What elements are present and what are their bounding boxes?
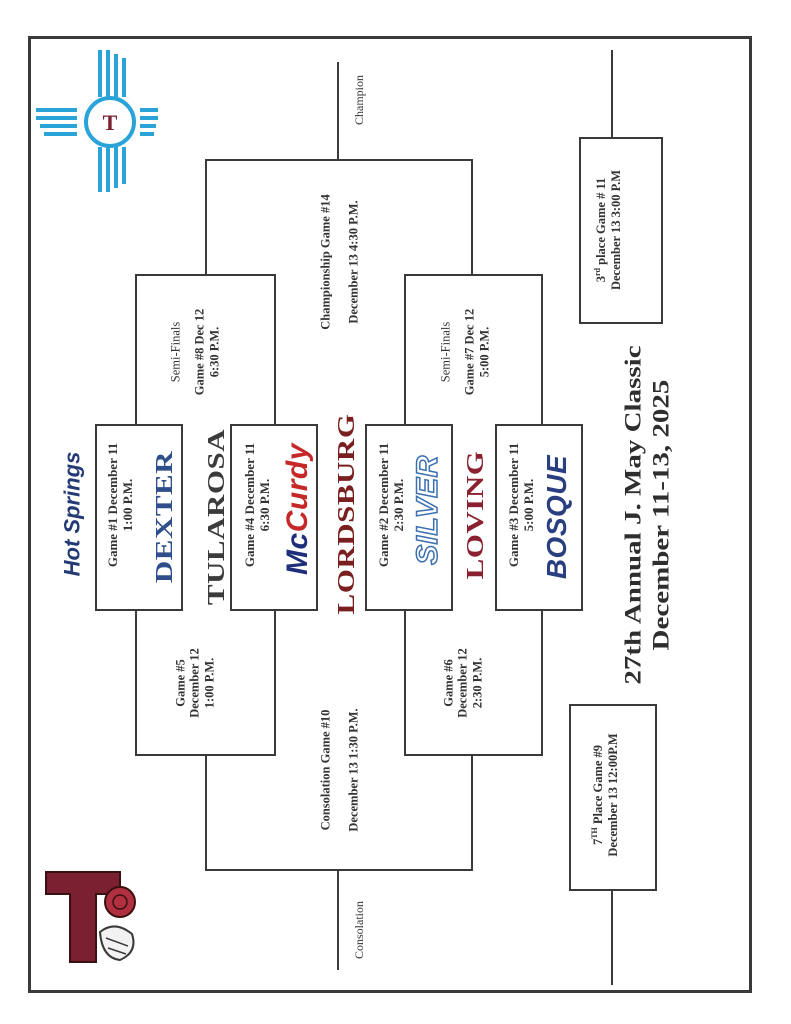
game-5-line3: 1:00 P.M. xyxy=(202,657,217,709)
game-1-info: Game #1 December 11 1:00 P.M. xyxy=(105,442,136,568)
game-8-info: Semi-Finals Game #8 Dec 12 6:30 P.M. xyxy=(168,309,221,395)
team-lordsburg: LORDSBURG xyxy=(332,413,360,615)
game-5-line1: Game #5 xyxy=(173,659,188,707)
team-tularosa: TULAROSA xyxy=(202,428,230,606)
title-line2: December 11-13, 2025 xyxy=(648,379,675,651)
game-5-line2: December 12 xyxy=(187,648,202,718)
game-8-line1: Game #8 Dec 12 xyxy=(192,308,207,396)
title-line1: 27th Annual J. May Classic xyxy=(620,345,647,685)
seventh-place-info: 7TH Place Game #9 December 13 12:00P.M xyxy=(590,733,620,856)
game-7-info: Semi-Finals Game #7 Dec 12 5:00 P.M. xyxy=(438,309,491,395)
seventh-place-line1: 7TH Place Game #9 xyxy=(590,744,606,846)
game-6-info: Game #6 December 12 2:30 P.M. xyxy=(441,648,484,718)
team-mccurdy: McCurdy xyxy=(280,443,314,575)
championship-info: Championship Game #14 December 13 4:30 P… xyxy=(319,194,362,329)
game-6-line3: 2:30 P.M. xyxy=(470,657,485,709)
champion-label: Champion xyxy=(352,75,367,125)
consolation-line2: December 13 1:30 P.M. xyxy=(347,708,361,832)
team-bosque: BOSQUE xyxy=(540,454,572,580)
game-8-round: Semi-Finals xyxy=(168,321,183,383)
game-7-line1: Game #7 Dec 12 xyxy=(462,308,477,396)
zia-symbol-icon: T xyxy=(36,50,158,192)
game-1-line1: Game #1 December 11 xyxy=(105,442,121,568)
svg-text:T: T xyxy=(103,110,118,135)
game-4-info: Game #4 December 11 6:30 P.M. xyxy=(242,442,273,568)
consolation-label: Consolation xyxy=(352,900,367,960)
page-frame xyxy=(28,36,752,993)
tournament-title: 27th Annual J. May Classic December 11-1… xyxy=(621,345,676,684)
championship-line2: December 13 4:30 P.M. xyxy=(347,200,361,324)
game-4-line2: 6:30 P.M. xyxy=(257,478,272,532)
third-place-info: 3rd place Game # 11 December 13 3:00 P.M xyxy=(593,170,623,290)
game-6-line1: Game #6 xyxy=(441,659,456,707)
game-8-line2: 6:30 P.M. xyxy=(207,326,222,378)
game-6-line2: December 12 xyxy=(455,648,470,718)
host-team-name: Hot Springs xyxy=(59,451,85,577)
game-4-line1: Game #4 December 11 xyxy=(242,442,258,568)
consolation-game-info: Consolation Game #10 December 13 1:30 P.… xyxy=(319,708,362,831)
third-place-line2: December 13 3:00 P.M xyxy=(608,169,623,291)
seventh-place-line2: December 13 12:00P.M xyxy=(605,733,620,857)
team-dexter: DEXTER xyxy=(150,450,178,584)
game-2-line1: Game #2 December 11 xyxy=(376,442,392,568)
game-7-line2: 5:00 P.M. xyxy=(477,326,492,378)
consolation-line1: Consolation Game #10 xyxy=(318,709,333,831)
game-2-info: Game #2 December 11 2:30 P.M. xyxy=(376,442,407,568)
championship-line1: Championship Game #14 xyxy=(318,194,333,330)
third-place-line1: 3rd place Game # 11 xyxy=(593,177,609,283)
game-3-info: Game #3 December 11 5:00 P.M. xyxy=(506,442,537,568)
team-loving: LOVING xyxy=(461,450,489,580)
game-5-info: Game #5 December 12 1:00 P.M. xyxy=(173,648,216,718)
school-logo-icon xyxy=(45,871,136,963)
game-7-round: Semi-Finals xyxy=(438,321,453,383)
game-3-line1: Game #3 December 11 xyxy=(506,442,522,568)
game-3-line2: 5:00 P.M. xyxy=(521,478,536,532)
team-silver: SILVER xyxy=(410,454,445,565)
game-1-line2: 1:00 P.M. xyxy=(120,478,135,532)
game-2-line2: 2:30 P.M. xyxy=(391,478,406,532)
